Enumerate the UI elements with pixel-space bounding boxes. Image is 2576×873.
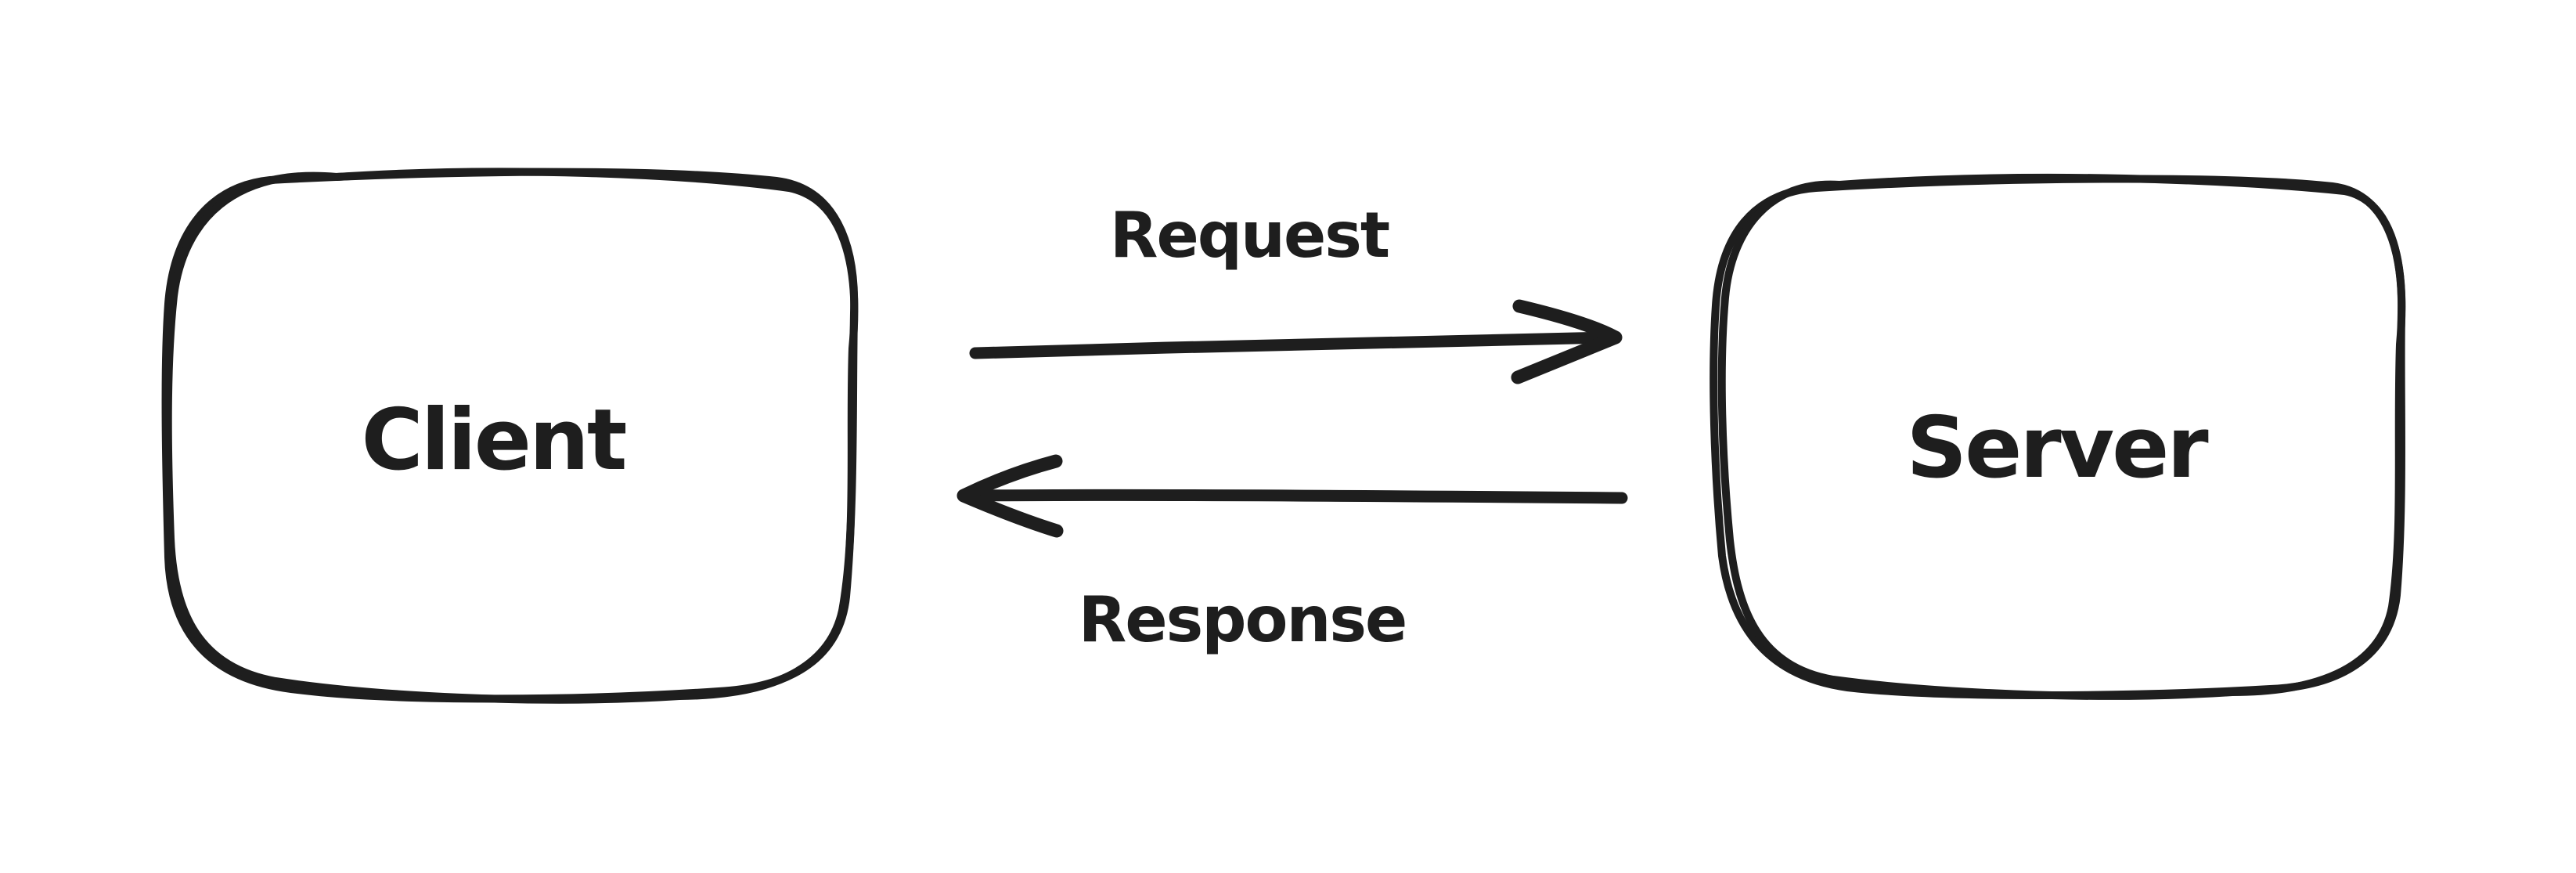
response-edge-label: Response (1078, 583, 1408, 656)
request-arrow (969, 299, 1623, 384)
response-arrowhead (957, 454, 1064, 538)
response-arrow (957, 454, 1628, 538)
request-arrowhead (1511, 299, 1623, 384)
client-box-outline-pass2 (164, 168, 859, 704)
server-box-outline-pass2 (1717, 173, 2406, 700)
response-arrow-shaft (964, 489, 1628, 504)
request-arrow-shaft (969, 331, 1616, 359)
client-box (161, 168, 859, 704)
server-node-label: Server (1906, 399, 2208, 497)
client-node-label: Client (361, 391, 627, 489)
request-edge-label: Request (1109, 199, 1390, 272)
server-box (1710, 173, 2406, 700)
